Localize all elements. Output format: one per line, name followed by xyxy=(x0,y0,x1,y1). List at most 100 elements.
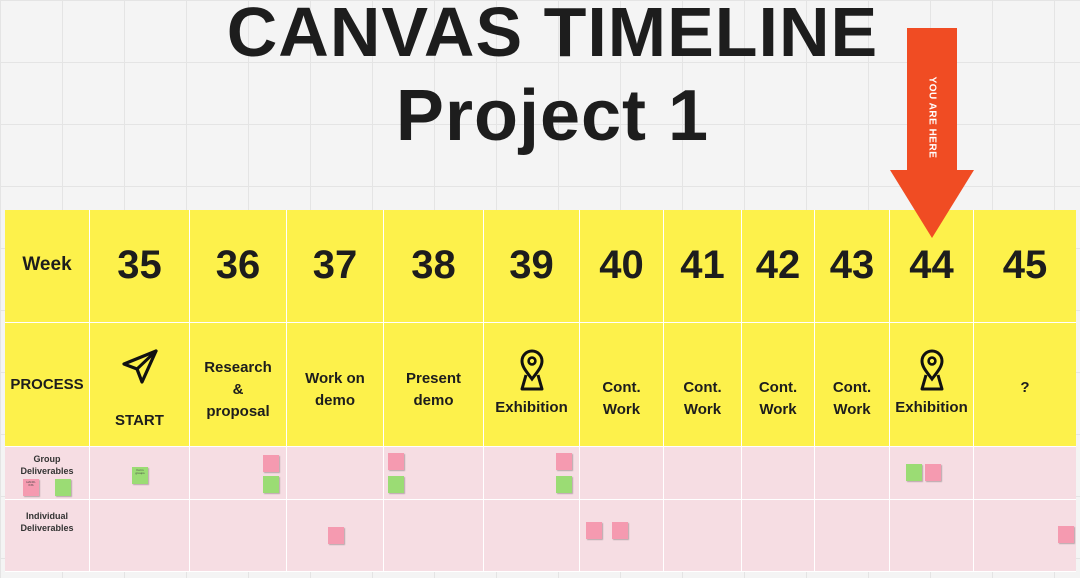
individual-cell-42[interactable] xyxy=(742,500,815,572)
sticky-note[interactable] xyxy=(556,453,572,470)
group-cell-44[interactable] xyxy=(890,447,974,500)
individual-cell-44[interactable] xyxy=(890,500,974,572)
group-cell-40[interactable] xyxy=(580,447,664,500)
process-header-cell: PROCESS xyxy=(5,323,90,447)
week-row-label: Week xyxy=(22,254,72,275)
page-title: CANVAS TIMELINE xyxy=(226,0,879,71)
process-cell-36[interactable]: Research & proposal xyxy=(190,323,287,447)
group-cell-38[interactable] xyxy=(384,447,484,500)
group-cell-42[interactable] xyxy=(742,447,815,500)
group-cell-39[interactable] xyxy=(484,447,580,500)
sticky-note[interactable] xyxy=(556,476,572,493)
week-number: 42 xyxy=(755,243,801,287)
process-text-line: Work on xyxy=(305,369,365,387)
sticky-note[interactable] xyxy=(55,479,71,496)
sticky-note[interactable] xyxy=(388,476,404,493)
process-text: Research & proposal xyxy=(190,323,286,446)
week-number: 43 xyxy=(829,243,875,287)
individual-deliverables-label: Individual Deliverables xyxy=(5,510,89,534)
timeline-board: Week 35 36 37 38 39 40 41 42 43 44 45 PR… xyxy=(5,210,1076,572)
process-text-line: proposal xyxy=(206,402,270,420)
week-number: 37 xyxy=(312,243,358,287)
process-text-line: Research xyxy=(204,358,272,376)
group-deliverables-row: Group Deliverables HAND-INS Form groups xyxy=(5,447,1076,500)
group-cell-45[interactable] xyxy=(974,447,1076,500)
process-text-line: Work xyxy=(833,400,871,418)
week-cell-36[interactable]: 36 xyxy=(190,210,287,323)
week-cell-40[interactable]: 40 xyxy=(580,210,664,323)
sticky-note[interactable]: HAND-INS xyxy=(23,479,39,496)
process-cell-38[interactable]: Present demo xyxy=(384,323,484,447)
label-line: Deliverables xyxy=(20,466,74,476)
week-number: 41 xyxy=(680,243,725,287)
sticky-note[interactable] xyxy=(263,476,279,493)
process-cell-43[interactable]: Cont. Work xyxy=(815,323,890,447)
map-pin-icon xyxy=(919,349,944,391)
sticky-note[interactable] xyxy=(263,455,279,472)
process-cell-39[interactable]: Exhibition xyxy=(484,323,580,447)
sticky-note[interactable] xyxy=(925,464,941,481)
process-text: Cont. Work xyxy=(742,323,814,446)
process-cell-35[interactable]: START xyxy=(90,323,190,447)
group-cell-41[interactable] xyxy=(664,447,742,500)
group-cell-43[interactable] xyxy=(815,447,890,500)
individual-deliverables-header-cell: Individual Deliverables xyxy=(5,500,90,572)
individual-deliverables-row: Individual Deliverables xyxy=(5,500,1076,572)
process-text-line: Work xyxy=(759,400,797,418)
process-text-line: Work xyxy=(683,400,722,418)
week-number: 39 xyxy=(509,243,554,287)
week-cell-41[interactable]: 41 xyxy=(664,210,742,323)
process-text-line: demo xyxy=(314,391,355,409)
process-text-line: Cont. xyxy=(832,378,872,396)
week-number: 38 xyxy=(411,243,456,287)
process-cell-45[interactable]: ? xyxy=(974,323,1076,447)
week-cell-45[interactable]: 45 xyxy=(974,210,1076,323)
sticky-note[interactable] xyxy=(1058,526,1074,543)
process-cell-42[interactable]: Cont. Work xyxy=(742,323,815,447)
process-cell-41[interactable]: Cont. Work xyxy=(664,323,742,447)
individual-cell-36[interactable] xyxy=(190,500,287,572)
week-number: 36 xyxy=(215,243,261,287)
individual-cell-35[interactable] xyxy=(90,500,190,572)
week-cell-44[interactable]: 44 xyxy=(890,210,974,323)
week-cell-37[interactable]: 37 xyxy=(287,210,384,323)
sticky-note[interactable] xyxy=(906,464,922,481)
process-text: Work on demo xyxy=(287,323,383,446)
group-cell-36[interactable] xyxy=(190,447,287,500)
individual-cell-43[interactable] xyxy=(815,500,890,572)
week-cell-38[interactable]: 38 xyxy=(384,210,484,323)
paper-plane-icon xyxy=(121,349,158,384)
week-cell-39[interactable]: 39 xyxy=(484,210,580,323)
individual-cell-45[interactable] xyxy=(974,500,1076,572)
week-cell-35[interactable]: 35 xyxy=(90,210,190,323)
group-cell-37[interactable] xyxy=(287,447,384,500)
sticky-note[interactable] xyxy=(328,527,344,544)
week-number: 40 xyxy=(599,243,644,287)
process-text-line: Work xyxy=(602,400,641,418)
individual-cell-38[interactable] xyxy=(384,500,484,572)
map-pin-icon xyxy=(519,349,544,391)
label-line: Group xyxy=(33,454,61,464)
process-cell-40[interactable]: Cont. Work xyxy=(580,323,664,447)
individual-cell-37[interactable] xyxy=(287,500,384,572)
process-text: Cont. Work xyxy=(664,323,741,446)
sticky-note[interactable] xyxy=(586,522,602,539)
process-text: Exhibition xyxy=(895,399,968,416)
individual-cell-39[interactable] xyxy=(484,500,580,572)
process-row: PROCESS START Research & proposal Work o… xyxy=(5,323,1076,447)
week-cell-42[interactable]: 42 xyxy=(742,210,815,323)
process-cell-37[interactable]: Work on demo xyxy=(287,323,384,447)
sticky-note[interactable] xyxy=(388,453,404,470)
process-text-line: demo xyxy=(413,391,454,409)
process-cell-44[interactable]: Exhibition xyxy=(890,323,974,447)
you-are-here-arrow[interactable] xyxy=(890,28,974,238)
sticky-note[interactable]: Form groups xyxy=(132,467,148,484)
group-cell-35[interactable]: Form groups xyxy=(90,447,190,500)
individual-cell-40[interactable] xyxy=(580,500,664,572)
week-cell-43[interactable]: 43 xyxy=(815,210,890,323)
label-line: Individual xyxy=(25,511,68,521)
individual-cell-41[interactable] xyxy=(664,500,742,572)
sticky-note[interactable] xyxy=(612,522,628,539)
process-text: Exhibition xyxy=(495,399,568,416)
you-are-here-label: YOU ARE HERE xyxy=(926,76,938,159)
